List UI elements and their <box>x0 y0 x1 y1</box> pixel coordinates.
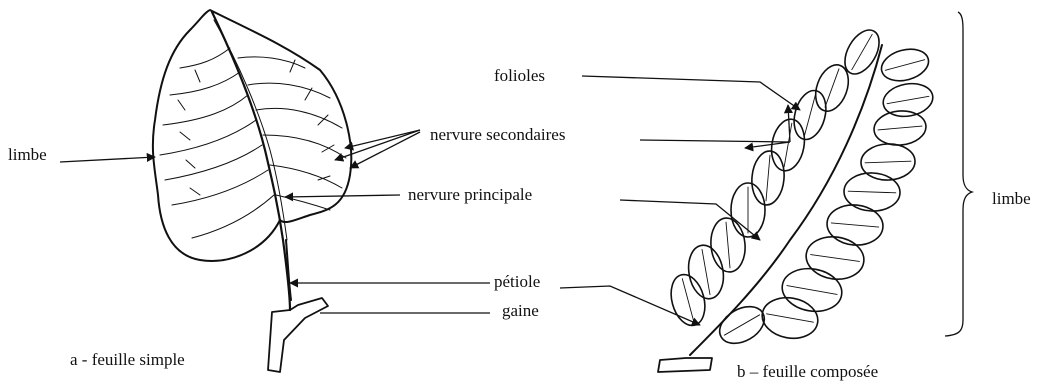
limbe-right-brace <box>945 12 972 336</box>
pointer-limbe-left <box>60 157 155 162</box>
pointer-folioles <box>582 76 800 110</box>
leaflet-vein <box>784 123 792 167</box>
leaflet-vein <box>887 96 929 103</box>
leaflet-vein <box>811 255 860 262</box>
simple-leaf-sheath <box>268 298 328 372</box>
label-gaine: gaine <box>502 302 539 319</box>
caption-feuille-composee: b – feuille composée <box>737 363 878 380</box>
leaflet-vein <box>865 161 911 163</box>
leaflet-vein <box>702 249 710 294</box>
leaflet-vein <box>848 191 896 193</box>
label-folioles: folioles <box>494 67 545 84</box>
compound-leaf <box>658 24 935 372</box>
pointer-petiole-b <box>560 286 700 325</box>
leaflet-vein <box>726 222 730 268</box>
leaflet-vein <box>852 34 872 69</box>
label-limbe-right: limbe <box>992 190 1031 207</box>
leaflet-vein <box>767 314 814 322</box>
leaflet-vein <box>805 94 816 135</box>
leaflet-vein <box>787 286 837 295</box>
simple-leaf-blade <box>153 10 351 261</box>
leaflet-vein <box>766 155 770 201</box>
leaflet-vein <box>878 126 922 130</box>
label-nervure-principale: nervure principale <box>408 186 532 203</box>
caption-feuille-simple: a - feuille simple <box>70 351 185 368</box>
leaflet-vein <box>825 69 839 107</box>
label-limbe-left: limbe <box>8 146 47 163</box>
pointer-nervure-secondaires-1 <box>345 130 420 148</box>
leaflet-vein <box>831 223 878 227</box>
simple-leaf <box>153 10 351 372</box>
leaflet-vein <box>885 60 924 71</box>
compound-leaf-rachis <box>690 45 882 355</box>
pointer-nervure-secondaires-3 <box>350 132 420 168</box>
pointer-nervure-secondaires-b <box>640 140 790 142</box>
pointer-nervure-secondaires-2 <box>335 130 420 160</box>
label-nervure-secondaires: nervure secondaires <box>430 126 565 143</box>
label-petiole: pétiole <box>494 273 540 290</box>
leaflet-vein <box>724 315 759 335</box>
